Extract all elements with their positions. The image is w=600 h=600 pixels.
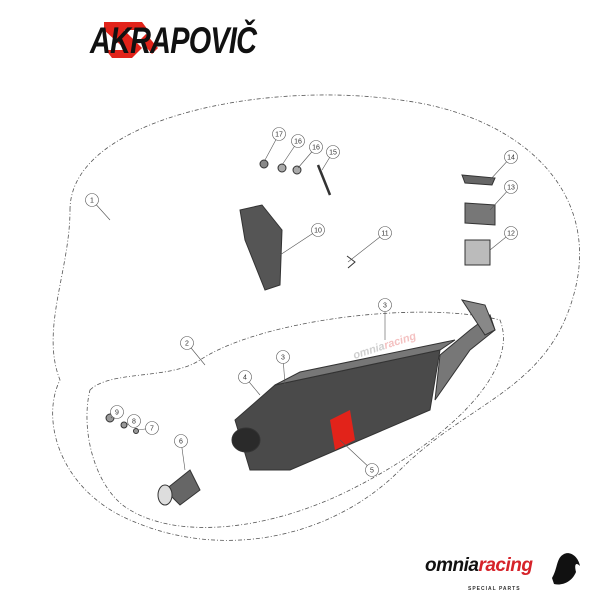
callout-number: 15 bbox=[329, 150, 337, 157]
callout-bubble bbox=[272, 127, 286, 141]
callout-bubble bbox=[504, 150, 518, 164]
callout-bubble bbox=[145, 421, 159, 435]
callout-16: 16 bbox=[281, 134, 305, 166]
omniaracing-logo: omniaracing bbox=[425, 555, 533, 577]
link-pipe-parts bbox=[105, 159, 496, 506]
assembly-outline-2 bbox=[86, 311, 504, 528]
callout-10: 10 bbox=[279, 223, 325, 256]
callout-number: 3 bbox=[281, 355, 285, 362]
callout-bubble bbox=[110, 405, 124, 419]
callout-number: 16 bbox=[312, 145, 320, 152]
muffler bbox=[231, 299, 496, 471]
callout-15: 15 bbox=[321, 145, 340, 171]
callout-number: 6 bbox=[179, 439, 183, 446]
callout-9: 9 bbox=[110, 405, 124, 419]
callout-14: 14 bbox=[489, 150, 518, 181]
callout-1: 1 bbox=[85, 193, 111, 221]
leader-line bbox=[339, 439, 373, 471]
callout-6: 6 bbox=[174, 434, 188, 471]
callout-bubble bbox=[504, 180, 518, 194]
callout-number: 12 bbox=[507, 231, 515, 238]
leader-line bbox=[279, 229, 319, 256]
callout-bubble bbox=[311, 223, 325, 237]
akrapovic-logo-icon bbox=[104, 22, 158, 58]
callout-number: 3 bbox=[383, 303, 387, 310]
dealer-tagline: SPECIAL PARTS bbox=[468, 586, 521, 592]
callout-11: 11 bbox=[347, 226, 392, 263]
callout-bubble bbox=[276, 350, 290, 364]
callout-bubble bbox=[180, 336, 194, 350]
callout-number: 8 bbox=[132, 419, 136, 426]
callout-bubble bbox=[326, 145, 340, 159]
callout-number: 7 bbox=[150, 426, 154, 433]
callout-bubble bbox=[238, 370, 252, 384]
callout-2: 2 bbox=[180, 336, 206, 366]
dealer-name-part1: omnia bbox=[425, 555, 479, 576]
callout-number: 9 bbox=[115, 410, 119, 417]
callout-13: 13 bbox=[489, 180, 518, 211]
callout-number: 2 bbox=[185, 341, 189, 348]
griffin-logo-icon bbox=[552, 553, 580, 585]
assembly-outline-1 bbox=[52, 94, 580, 541]
callout-17: 17 bbox=[264, 127, 286, 161]
callout-number: 11 bbox=[381, 231, 388, 238]
callout-number: 16 bbox=[294, 139, 302, 146]
callout-number: 10 bbox=[314, 228, 322, 235]
callout-3: 3 bbox=[378, 298, 392, 340]
callout-12: 12 bbox=[489, 226, 518, 251]
callout-number: 5 bbox=[370, 468, 374, 475]
callout-bubble bbox=[378, 226, 392, 240]
callout-3: 3 bbox=[276, 350, 290, 386]
callout-bubble bbox=[504, 226, 518, 240]
callout-bubble bbox=[127, 414, 141, 428]
callout-5: 5 bbox=[339, 439, 379, 477]
callout-bubble bbox=[174, 434, 188, 448]
callout-4: 4 bbox=[238, 370, 261, 396]
callout-number: 1 bbox=[90, 198, 94, 205]
callout-bubble bbox=[378, 298, 392, 312]
callout-bubble bbox=[309, 140, 323, 154]
callout-number: 17 bbox=[275, 132, 283, 139]
callout-8: 8 bbox=[125, 414, 141, 428]
callout-number: 4 bbox=[243, 375, 247, 382]
callout-16: 16 bbox=[297, 140, 323, 169]
callout-number: 14 bbox=[507, 155, 515, 162]
callout-7: 7 bbox=[137, 421, 159, 435]
dealer-name-part2: racing bbox=[478, 555, 533, 576]
callout-number: 13 bbox=[507, 185, 515, 192]
leader-line bbox=[347, 232, 386, 263]
brand-name: AKRAPOVIČ bbox=[90, 20, 257, 61]
callout-bubble bbox=[85, 193, 99, 207]
callout-bubble bbox=[365, 463, 379, 477]
callout-bubble bbox=[291, 134, 305, 148]
